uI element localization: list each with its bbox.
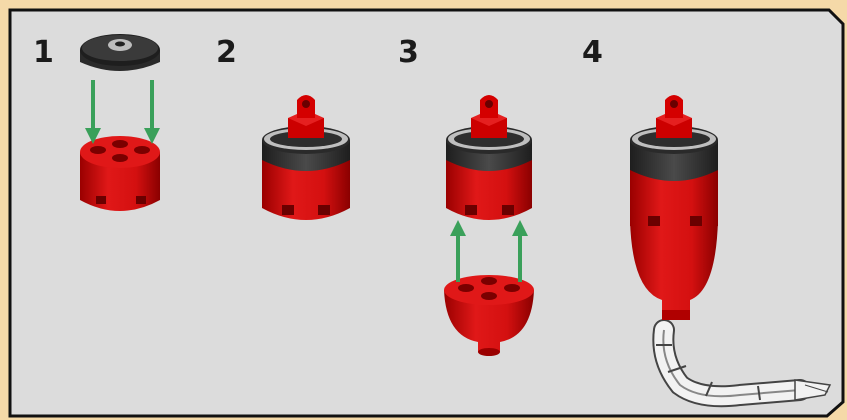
red-round-brick: [80, 136, 160, 211]
skeleton-arm: [652, 319, 832, 408]
step-2-illustration: [262, 95, 350, 220]
red-clip-plate: [288, 95, 324, 138]
step-number-3: 3: [398, 35, 419, 70]
red-round-brick: [446, 160, 532, 220]
dark-gray-round-plate: [630, 126, 718, 181]
red-clip-plate: [656, 95, 692, 138]
gray-round-tile: [80, 34, 160, 71]
step-number-4: 4: [582, 35, 603, 70]
red-round-brick: [262, 160, 350, 220]
panel-frame: [8, 8, 845, 418]
step-3-illustration: [444, 95, 534, 356]
step-4-illustration: [630, 95, 832, 408]
red-dome-brick: [444, 275, 534, 356]
red-dome-brick: [630, 220, 718, 320]
red-round-brick: [630, 170, 718, 237]
step-number-1: 1: [33, 35, 54, 70]
red-clip-plate: [471, 95, 507, 138]
step-1-illustration: [80, 34, 160, 211]
step-number-2: 2: [216, 35, 237, 70]
